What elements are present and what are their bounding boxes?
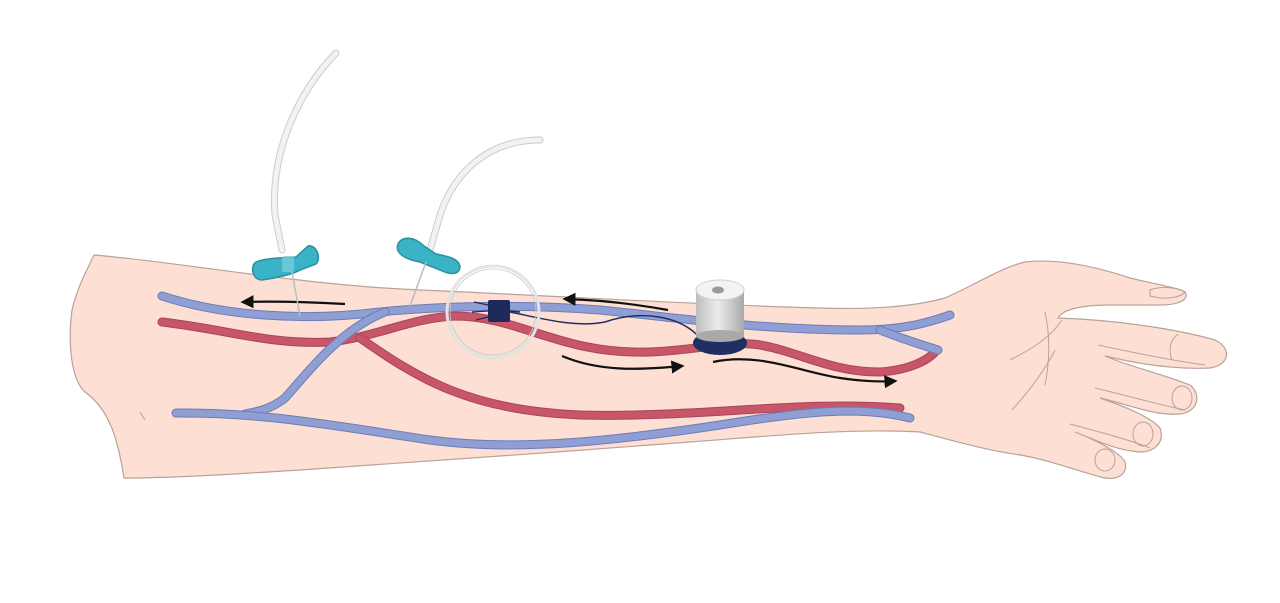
needle-1-hub [282, 256, 294, 272]
connecting-vein [241, 308, 389, 418]
sensor-cap-bottom [696, 330, 744, 342]
forearm-with-hand [69, 254, 1227, 479]
intravascular-catheter [445, 264, 541, 360]
venous-flow-arrow-mid [562, 292, 669, 312]
catheter-hub [488, 300, 510, 322]
middle-nail [1132, 421, 1154, 447]
ring-nail [1094, 448, 1116, 472]
pinky-knuckle [1169, 333, 1179, 361]
wrist-crease [1044, 311, 1050, 386]
elbow-mark [139, 411, 146, 421]
needle-1-tubing [271, 50, 339, 253]
upper-superficial-vein [158, 292, 954, 334]
wearable-sensor [509, 279, 747, 355]
needle-2-tubing [427, 137, 543, 253]
magnifier-ring [445, 264, 541, 360]
butterfly-needle-2 [396, 136, 544, 307]
arterial-flow-arrow-1 [561, 354, 685, 374]
catheter-tip-wires [471, 301, 489, 321]
arterial-flow-arrow-2 [712, 358, 898, 389]
thumb-nail [1149, 287, 1186, 299]
ulnar-artery [356, 334, 904, 419]
needle-1-shaft [291, 271, 301, 317]
flow-arrows [240, 292, 898, 389]
palm-crease-2 [1011, 349, 1056, 411]
needle-2-wings [396, 237, 461, 275]
upper-vein-branch [876, 326, 942, 354]
palm-crease-1 [1009, 319, 1063, 361]
sensor-cap-port [712, 286, 724, 294]
catheter-lead [509, 310, 521, 313]
magnifier-ring-inner [449, 268, 537, 356]
needle-2-shaft [409, 261, 427, 307]
index-nail [1171, 385, 1193, 411]
finger-gap-1 [1097, 344, 1206, 366]
lower-superficial-vein [172, 407, 914, 449]
venous-flow-arrow-left [240, 295, 346, 309]
butterfly-needle-1 [251, 49, 340, 317]
blood-vessels [157, 291, 955, 450]
radial-artery [158, 312, 939, 376]
needle-1-tubing-outline [270, 49, 340, 254]
forearm-skin [69, 254, 1227, 479]
